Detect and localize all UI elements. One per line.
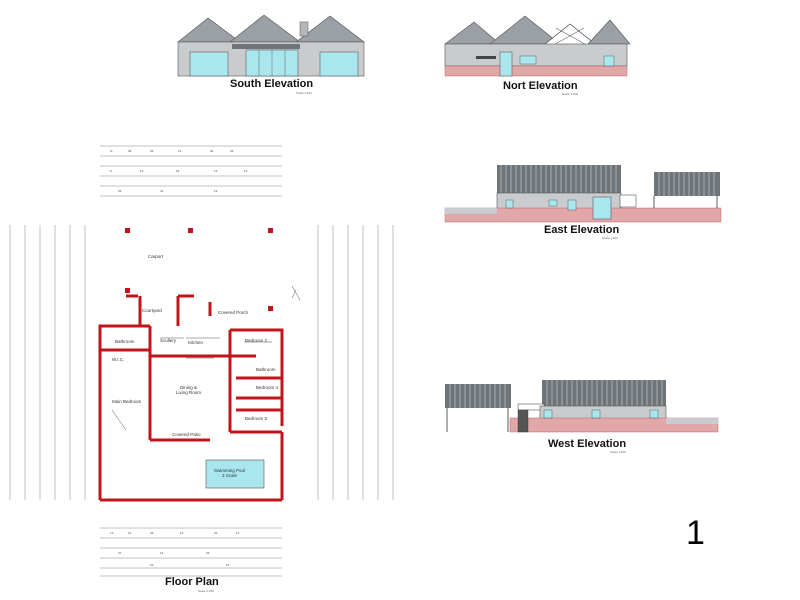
svg-text:14: 14 [236,531,240,535]
room-label-main-bedroom: Main Bedroom [112,399,142,404]
svg-text:41: 41 [160,189,164,193]
room-label-scullery: Scullery [160,338,177,343]
room-label-dining-living: Dining & Living Room [176,385,202,395]
svg-text:11: 11 [226,563,229,567]
north-elevation [444,15,631,77]
svg-text:13: 13 [160,551,164,555]
svg-text:31: 31 [150,149,154,153]
room-label-bedroom-2: Bedroom 2 [245,338,268,343]
svg-text:12: 12 [140,169,144,173]
svg-text:13: 13 [178,149,182,153]
svg-text:5: 5 [110,169,112,173]
sheet-number: 1 [686,514,705,552]
room-label-bedroom-3: Bedroom 3 [245,416,268,421]
west-elevation [445,380,719,433]
svg-text:31: 31 [214,531,218,535]
svg-text:12: 12 [214,169,218,173]
south-elevation [177,14,365,77]
east-elevation [444,165,722,223]
west-elevation-title: West Elevation [548,438,627,450]
svg-text:43: 43 [206,551,210,555]
south-scale-note: Scale 1:100 [296,91,312,95]
floor-plan-title: Floor Plan [165,576,219,588]
svg-text:40: 40 [210,149,214,153]
room-label-courtyard: Courtyard [142,308,162,313]
north-scale-note: Scale 1:100 [562,92,578,96]
svg-text:3|: 3| [110,149,113,153]
east-elevation-title: East Elevation [544,224,620,236]
room-label-covered-patio: Covered Patio [172,432,201,437]
svg-text:12: 12 [128,531,132,535]
east-scale-note: Scale 1:100 [602,236,618,240]
floor-plan: 3| 33 31 13 40 41 5 12 16 12 14 51 41 12 12 12 43 1… [9,145,394,577]
svg-text:14: 14 [244,169,248,173]
svg-text:16: 16 [176,169,180,173]
svg-text:33: 33 [128,149,132,153]
south-elevation-title: South Elevation [230,78,314,90]
north-elevation-title: Nort Elevation [503,80,578,92]
room-label-covered-porch: Covered Porch [218,310,249,315]
svg-text:12: 12 [214,189,218,193]
svg-text:12: 12 [110,531,114,535]
west-scale-note: Scale 1:100 [610,450,626,454]
room-label-kitchen: Kitchen [188,340,204,345]
svg-text:51: 51 [118,189,122,193]
room-label-wic: W.I.C. [112,357,125,362]
room-label-carport: Carport [148,254,164,259]
svg-text:41: 41 [230,149,234,153]
svg-text:27: 27 [118,551,122,555]
svg-text:43: 43 [150,531,154,535]
room-label-bedroom-4: Bedroom 4 [256,385,279,390]
svg-text:21: 21 [150,563,154,567]
room-label-bathroom-2: Bathroom [256,367,276,372]
room-label-pool: Swimming Pool 3 Scale [214,468,246,478]
floor-plan-scale-note: Scale 1:100 [198,589,214,593]
svg-text:13: 13 [180,531,184,535]
room-label-bathroom-1: Bathroom [115,339,135,344]
